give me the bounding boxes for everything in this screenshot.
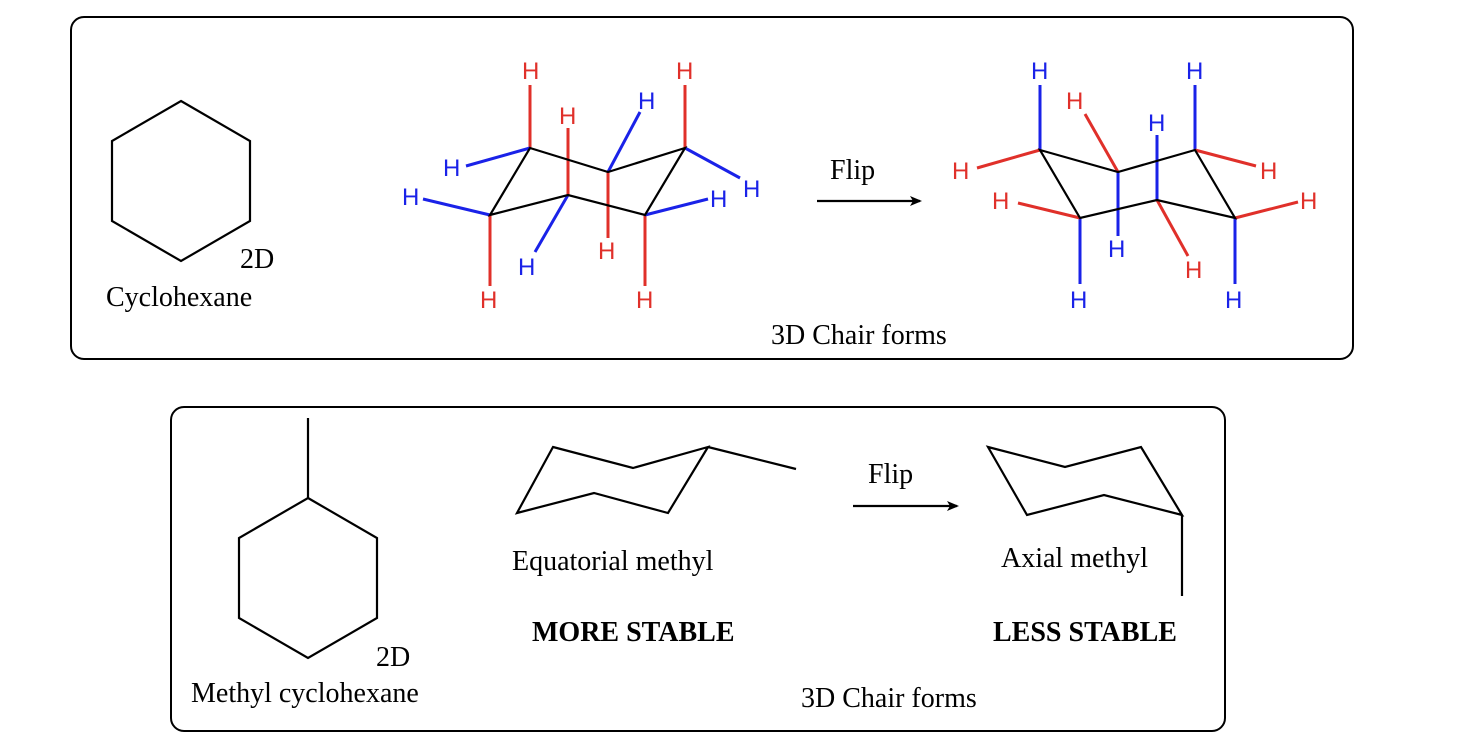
cyclohexane-panel [70, 16, 1354, 360]
h-atom: H [1186, 58, 1204, 85]
h-atom: H [636, 287, 654, 314]
h-atom: H [676, 58, 694, 85]
h-atom: H [992, 188, 1010, 215]
chair-2-hydrogens [976, 85, 1299, 284]
chair-1-hydrogens [422, 85, 741, 286]
cyclohexane-name: Cyclohexane [106, 282, 253, 313]
h-atom: H [1108, 236, 1126, 263]
axial-label: Axial methyl [1001, 543, 1148, 574]
methylcyclohexane-2d-ring [237, 496, 379, 660]
cyclohexane-2d-ring [110, 99, 252, 263]
bottom-caption: 3D Chair forms [801, 683, 977, 714]
h-atom: H [598, 238, 616, 265]
top-caption: 3D Chair forms [771, 320, 947, 351]
h-atom: H [1031, 58, 1049, 85]
equatorial-chair-ring [514, 445, 711, 515]
h-atom: H [559, 103, 577, 130]
bottom-2d-label: 2D [376, 642, 411, 673]
equatorial-label: Equatorial methyl [512, 546, 714, 577]
h-atom: H [402, 184, 420, 211]
methylcyclohexane-name: Methyl cyclohexane [191, 678, 419, 709]
h-atom: H [1070, 287, 1088, 314]
top-flip-label: Flip [830, 155, 876, 186]
h-atom: H [743, 176, 761, 203]
equatorial-methyl-bond [707, 445, 797, 471]
bottom-flip-label: Flip [868, 459, 914, 490]
h-atom: H [710, 186, 728, 213]
h-atom: H [638, 88, 656, 115]
less-stable-label: LESS STABLE [993, 617, 1177, 648]
methylcyclohexane-panel [170, 406, 1226, 732]
chair-2-ring [1037, 148, 1238, 220]
h-atom: H [522, 58, 540, 85]
h-atom: H [443, 155, 461, 182]
h-atom: H [952, 158, 970, 185]
h-atom: H [1066, 88, 1084, 115]
top-2d-label: 2D [240, 244, 275, 275]
more-stable-label: MORE STABLE [532, 617, 735, 648]
chair-1-ring [487, 146, 688, 217]
h-atom: H [518, 254, 536, 281]
axial-chair-ring [985, 445, 1185, 517]
h-atom: H [1225, 287, 1243, 314]
h-atom: H [1148, 110, 1166, 137]
h-atom: H [480, 287, 498, 314]
h-atom: H [1260, 158, 1278, 185]
h-atom: H [1300, 188, 1318, 215]
h-atom: H [1185, 257, 1203, 284]
